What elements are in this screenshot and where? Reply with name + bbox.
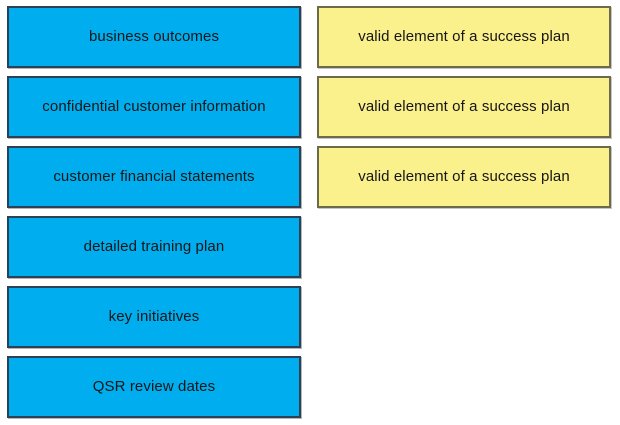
source-card-label: business outcomes [88, 28, 220, 45]
source-card[interactable]: QSR review dates [7, 356, 301, 418]
target-card[interactable]: valid element of a success plan [317, 6, 611, 68]
source-card[interactable]: confidential customer information [7, 76, 301, 138]
source-card-label: key initiatives [108, 308, 200, 325]
target-card[interactable]: valid element of a success plan [317, 76, 611, 138]
target-card[interactable]: valid element of a success plan [317, 146, 611, 208]
target-card-label: valid element of a success plan [358, 98, 570, 115]
source-card-label: confidential customer information [42, 98, 266, 115]
source-card-label: customer financial statements [53, 168, 255, 185]
source-card[interactable]: customer financial statements [7, 146, 301, 208]
target-card-label: valid element of a success plan [358, 168, 570, 185]
source-card-label: detailed training plan [83, 238, 225, 255]
source-card[interactable]: business outcomes [7, 6, 301, 68]
target-card-label: valid element of a success plan [358, 28, 570, 45]
source-card[interactable]: detailed training plan [7, 216, 301, 278]
source-card[interactable]: key initiatives [7, 286, 301, 348]
source-card-label: QSR review dates [92, 378, 216, 395]
